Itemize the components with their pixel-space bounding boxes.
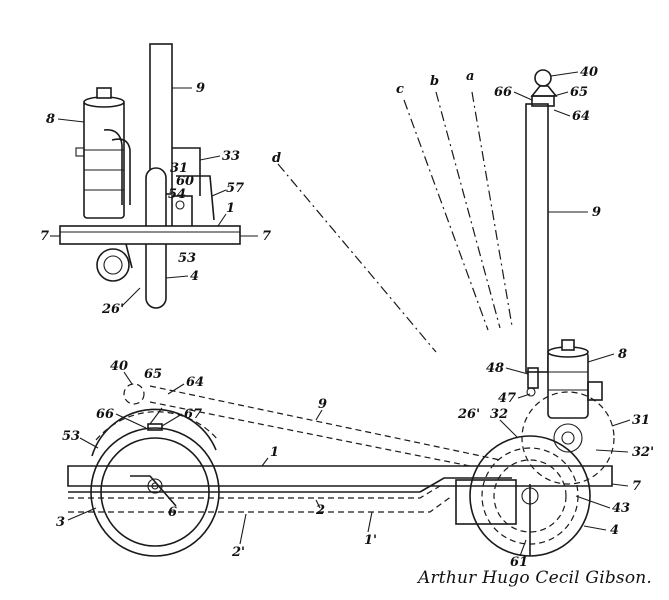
label-64-folded: 64 <box>186 375 204 390</box>
label-32prime: 32' <box>632 445 654 460</box>
front-wheel-front-view <box>96 248 130 282</box>
label-d: d <box>272 151 281 166</box>
label-7-side: 7 <box>632 479 641 494</box>
label-54: 54 <box>168 187 186 202</box>
label-9-front: 9 <box>196 81 205 96</box>
label-47: 47 <box>498 391 516 406</box>
label-3: 3 <box>56 515 65 530</box>
label-1-side: 1 <box>270 445 279 460</box>
flywheel-side <box>521 391 615 485</box>
label-8-side: 8 <box>618 347 627 362</box>
label-53-front: 53 <box>178 251 196 266</box>
label-9-folded: 9 <box>318 397 327 412</box>
label-2: 2 <box>315 503 325 518</box>
label-4-side: 4 <box>610 523 619 538</box>
label-4-front: 4 <box>190 269 199 284</box>
label-66-upright: 66 <box>494 85 512 100</box>
front-view <box>59 43 241 309</box>
label-b: b <box>430 74 439 89</box>
platform-front <box>59 225 241 245</box>
label-1-front: 1 <box>226 201 235 216</box>
engine-cylinder-front <box>83 99 125 219</box>
label-60: 60 <box>176 174 194 189</box>
platform-board <box>67 465 613 487</box>
label-c: c <box>396 82 404 97</box>
label-33: 33 <box>222 149 240 164</box>
label-40-folded: 40 <box>110 359 128 374</box>
label-65-folded: 65 <box>144 367 162 382</box>
rear-wheel-side <box>90 427 220 557</box>
label-2prime: 2' <box>231 545 245 560</box>
handle-ring <box>534 69 552 87</box>
label-6: 6 <box>168 505 177 520</box>
label-40-upright: 40 <box>580 65 598 80</box>
label-67: 67 <box>184 407 202 422</box>
label-31-front: 31 <box>170 161 188 176</box>
label-48: 48 <box>486 361 504 376</box>
label-65-upright: 65 <box>570 85 588 100</box>
sight-lines <box>277 91 513 353</box>
label-57: 57 <box>226 181 244 196</box>
label-a: a <box>466 69 474 84</box>
inventor-signature: Arthur Hugo Cecil Gibson. <box>418 568 653 588</box>
label-64-upright: 64 <box>572 109 590 124</box>
label-8-front: 8 <box>46 112 55 127</box>
steering-column-upright <box>525 103 549 373</box>
label-43: 43 <box>612 501 630 516</box>
label-7-front-right: 7 <box>262 229 271 244</box>
label-31-side: 31 <box>632 413 650 428</box>
label-32: 32 <box>490 407 508 422</box>
label-26prime-side: 26' <box>457 407 480 422</box>
label-26prime-front: 26' <box>101 302 124 317</box>
label-9-upright: 9 <box>592 205 601 220</box>
label-66-folded: 66 <box>96 407 114 422</box>
engine-cylinder-side <box>547 351 589 419</box>
label-61: 61 <box>510 555 528 570</box>
label-1prime: 1' <box>364 533 377 548</box>
label-7-front-left: 7 <box>40 229 49 244</box>
side-view <box>67 69 615 557</box>
label-53-side: 53 <box>62 429 80 444</box>
